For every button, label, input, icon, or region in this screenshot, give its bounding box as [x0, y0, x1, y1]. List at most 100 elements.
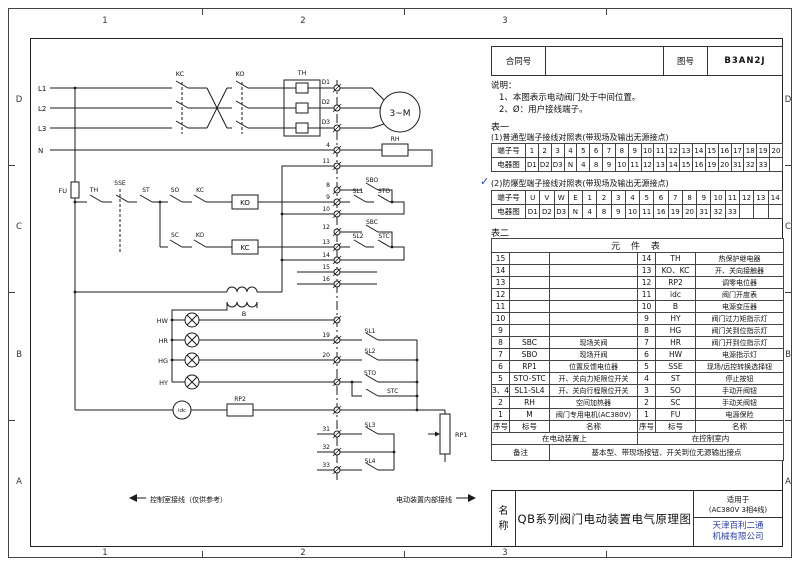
cell: 4: [576, 157, 591, 172]
cell: 开、关向力矩限位开关: [549, 372, 638, 385]
cell: 开、关向接触器: [694, 264, 785, 277]
cell: [549, 312, 638, 325]
zone-tick: [785, 165, 792, 166]
stop-button-label: ST: [142, 187, 150, 194]
cell: [753, 204, 769, 219]
zone-col-label: 3: [502, 16, 508, 26]
cell: 12: [637, 276, 656, 289]
cell: 9: [602, 157, 616, 172]
cell: [509, 276, 550, 289]
cell: 8: [589, 157, 604, 172]
cell: 2: [637, 396, 656, 409]
ex-terminal-caption: (2)防爆型端子接线对照表(带现场及输出无源接点): [491, 179, 669, 188]
cell: 电源保险: [694, 408, 785, 421]
cell: 2: [537, 143, 552, 158]
transformer-label: B: [242, 310, 246, 318]
cell: 4: [563, 143, 578, 158]
cell: 15: [704, 143, 719, 158]
zone-tick: [8, 292, 15, 293]
actuator-wiring-note: 电动装置内部接线: [396, 495, 452, 504]
cell: 16: [717, 143, 732, 158]
cell: 手动开阀钮: [694, 384, 785, 397]
cell: 16: [691, 157, 706, 172]
cell: [738, 204, 755, 219]
hw-lamp-label: HW: [157, 317, 169, 325]
cell: D2: [537, 157, 552, 172]
cell: 10: [637, 300, 656, 313]
kc-aux-label: KC: [196, 187, 204, 194]
phase-l2-label: L2: [38, 105, 46, 113]
terminal-16: 16: [322, 276, 330, 283]
cell: 11: [627, 157, 642, 172]
cell: 18: [743, 143, 758, 158]
cell: 10: [491, 312, 510, 325]
cell: 17: [730, 143, 745, 158]
cell: SSE: [655, 360, 696, 373]
terminal-12: 12: [322, 224, 330, 231]
zone-tick: [404, 8, 405, 15]
applicability-cell: 适用于 (AC380V 3相4线) 天津百利二通 机械有限公司: [694, 491, 782, 546]
sl4-label: SL4: [365, 458, 376, 465]
cell: 12: [640, 157, 655, 172]
schematic: L1 L2 L3 N KC KO TH D1 D2 D3 3~M RH FU T…: [38, 69, 476, 504]
cell: D2: [539, 204, 555, 219]
cell: TH: [655, 252, 696, 265]
cell: [509, 324, 550, 337]
name-label-cell: 名称: [492, 491, 516, 546]
control-room-wiring-note: 控制室接线（仅供参考）: [150, 495, 227, 504]
cell: D3: [553, 204, 569, 219]
cell: 3: [637, 384, 656, 397]
open-button-label: SO: [171, 187, 180, 194]
zone-row-label: C: [16, 222, 22, 232]
cell: RH: [509, 396, 550, 409]
cell: 9: [696, 190, 712, 205]
sl1-lamp-contact-label: SL1: [365, 328, 376, 335]
cell: HG: [655, 324, 696, 337]
cell: 12: [738, 190, 755, 205]
cell: 10: [710, 190, 726, 205]
cell: V: [539, 190, 555, 205]
cell: [767, 204, 784, 219]
terminal-d2-label: D2: [322, 99, 331, 106]
cell: 9: [610, 204, 626, 219]
company-name: 天津百利二通 机械有限公司: [694, 518, 782, 546]
contract-value: [546, 47, 664, 75]
ko-aux-label: KO: [196, 232, 205, 239]
row-label: 电器图: [491, 204, 526, 219]
cell: 5: [491, 372, 510, 385]
close-button-label: SC: [171, 232, 179, 239]
cell: SL1-SL4: [509, 384, 550, 397]
sl2-lamp-contact-label: SL2: [365, 348, 376, 355]
zone-tick: [785, 292, 792, 293]
footer-arrows: [129, 494, 476, 502]
cell: 5: [576, 143, 591, 158]
remark-text: 基本型、带现场按钮、开关到位无源输出接点: [548, 444, 785, 461]
cell: 13: [753, 190, 769, 205]
terminal-strip: [332, 80, 342, 482]
terminal-19: 19: [322, 332, 330, 339]
cell: 阀门关到位指示灯: [694, 324, 785, 337]
row-label: 端子号: [491, 143, 526, 158]
drawing-no-value: B3AN2J: [724, 56, 766, 66]
cell: 6: [491, 360, 510, 373]
ko-coil-label: KO: [240, 199, 250, 207]
hy-lamp-label: HY: [159, 379, 168, 387]
location-right: 在控制室内: [636, 432, 785, 445]
cell: RP1: [509, 360, 550, 373]
cell: 10: [614, 157, 629, 172]
cell: 热保护继电器: [694, 252, 785, 265]
sto-lamp-contact-label: STO: [364, 370, 376, 377]
component-table-header: 元 件 表: [490, 238, 785, 253]
cell: 3: [610, 190, 626, 205]
zone-tick: [202, 551, 203, 558]
contract-block: 合同号 图号 B3AN2J: [491, 46, 783, 76]
cell: SC: [655, 396, 696, 409]
cell: D1: [524, 204, 541, 219]
